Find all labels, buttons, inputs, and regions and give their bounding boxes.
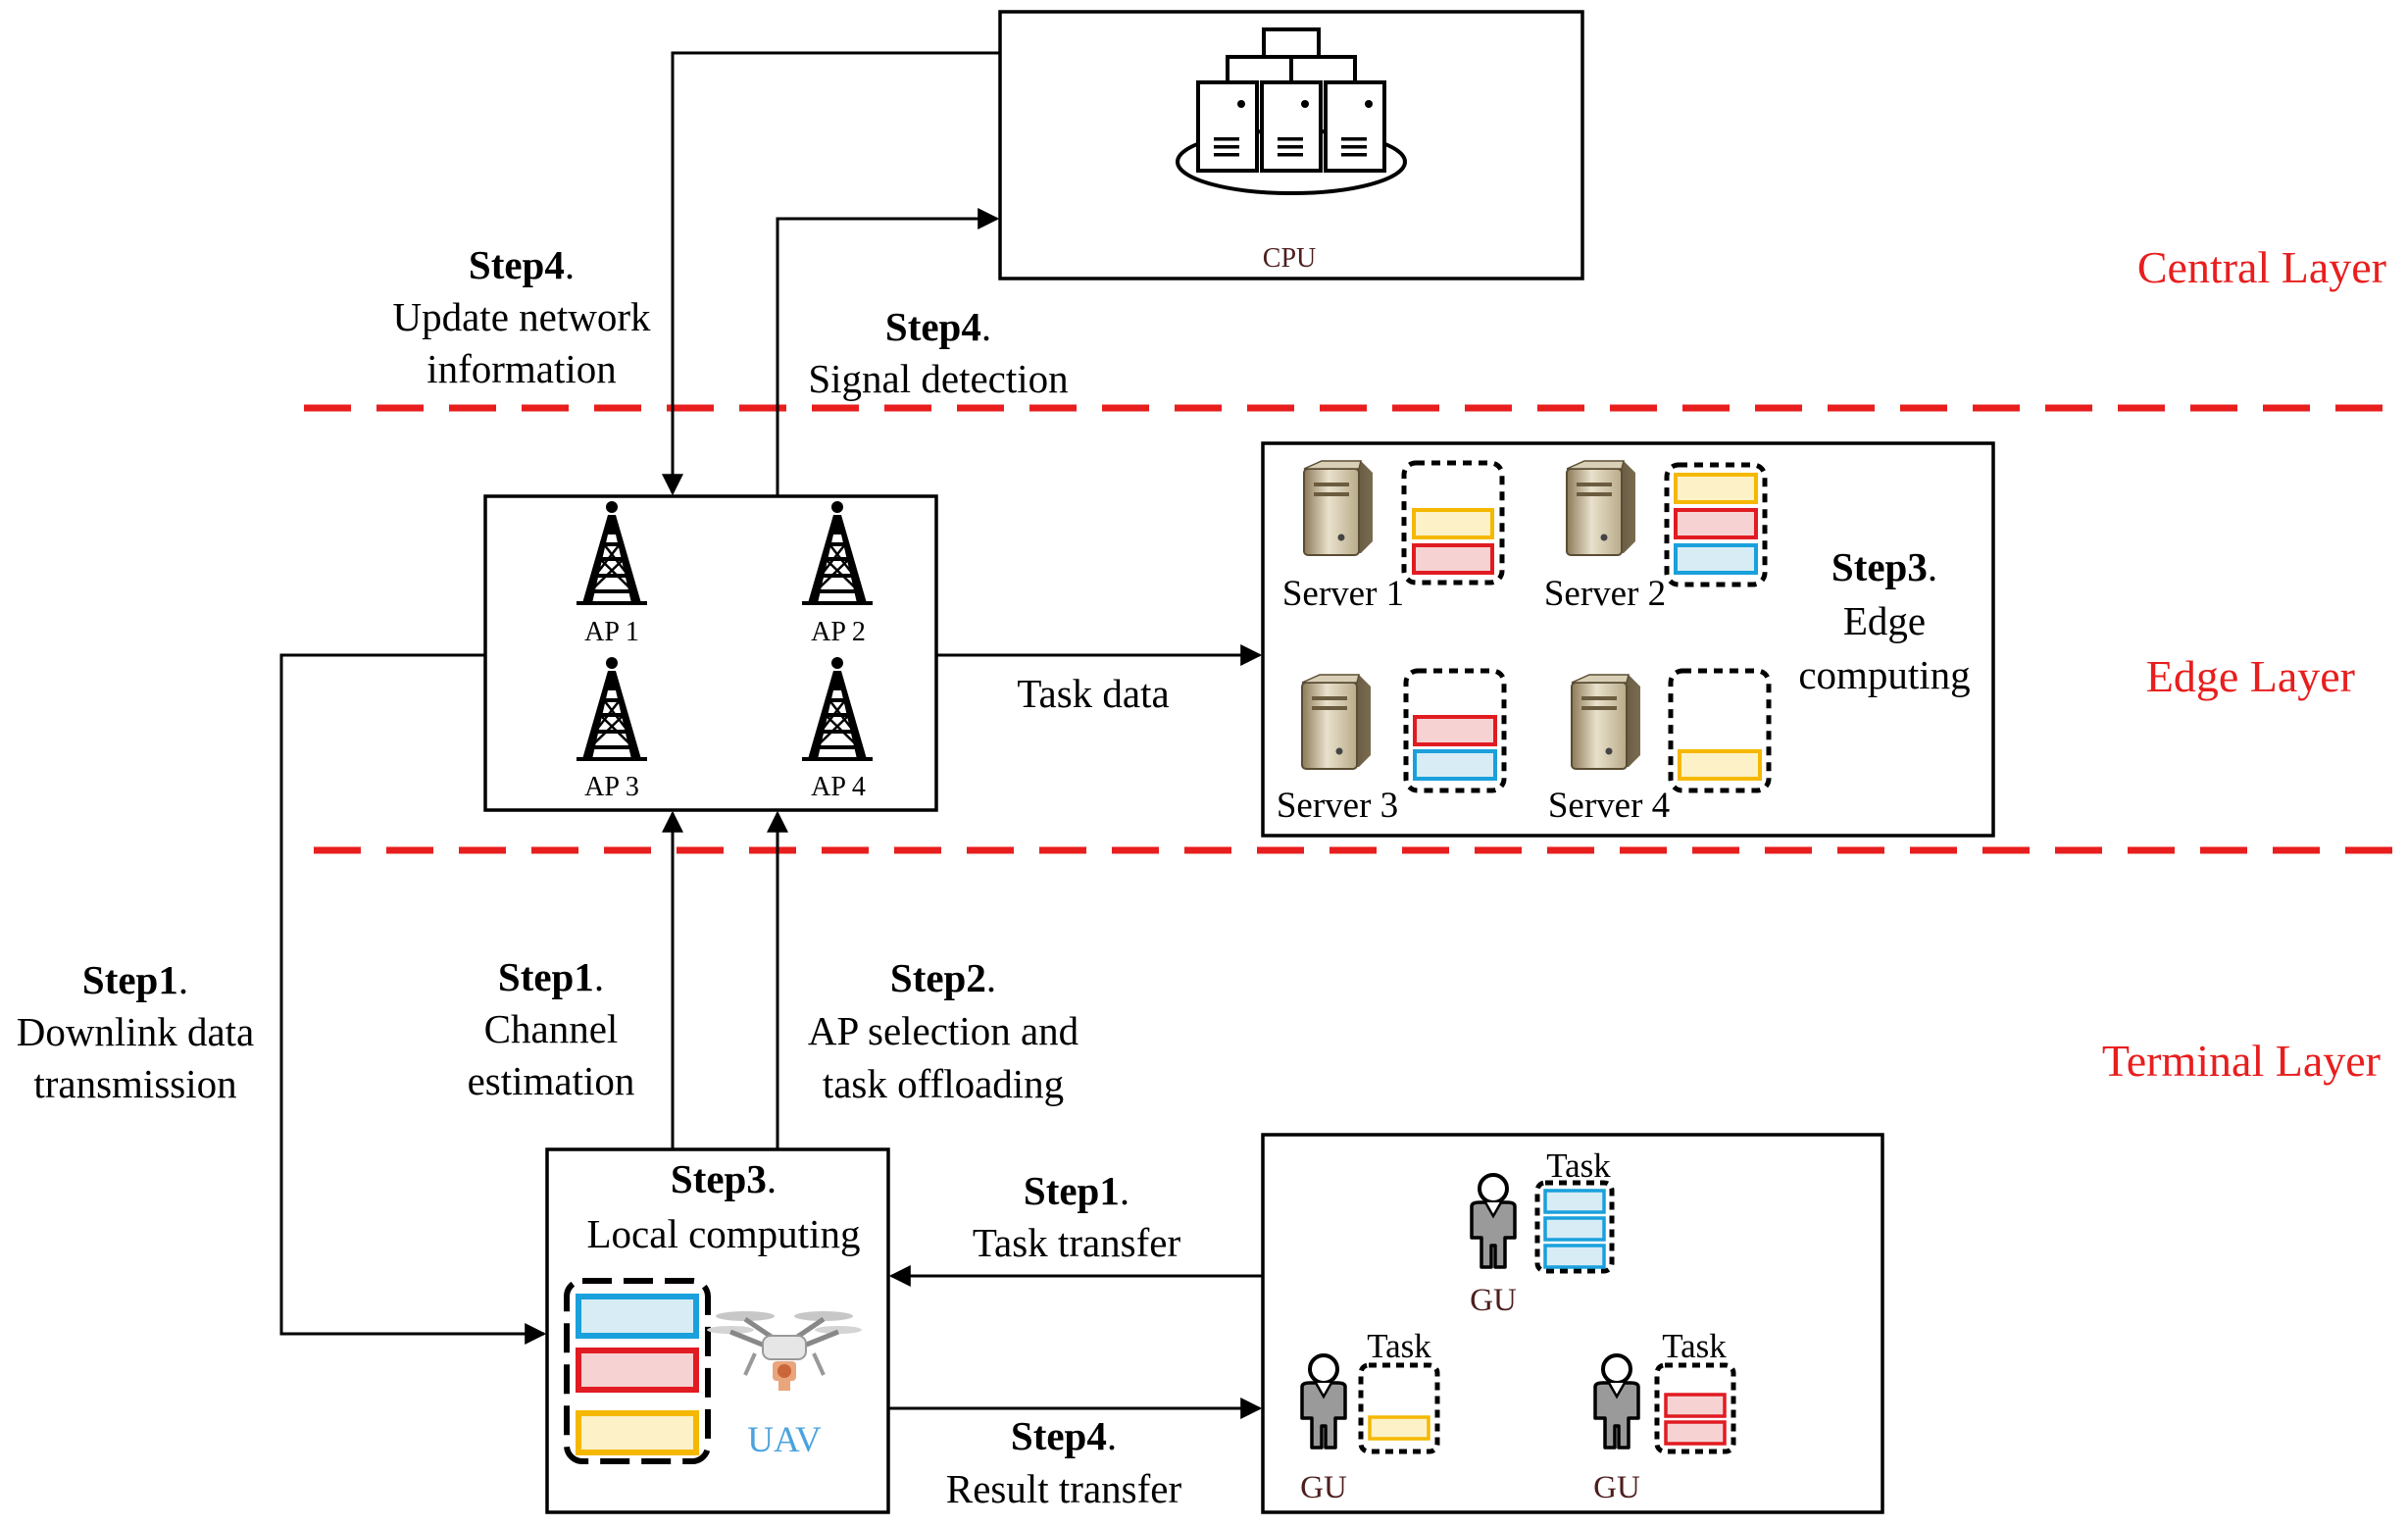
- server3-task-queue: [1403, 668, 1507, 793]
- server1-task-queue: [1401, 460, 1505, 585]
- cpu-box: CPU: [998, 10, 1584, 280]
- ap-selection-step: Step2.: [890, 955, 996, 1000]
- task-transfer-line1: Task transfer: [973, 1220, 1181, 1265]
- uav-label: UAV: [747, 1420, 822, 1460]
- update-network-arrow: [662, 51, 1000, 496]
- server2-icon: [1566, 460, 1636, 556]
- downlink-arrow: [279, 653, 547, 1345]
- gu-top-task-label: Task: [1546, 1146, 1611, 1185]
- drone-icon: [707, 1311, 862, 1391]
- cpu-cluster-icon: [1176, 27, 1407, 195]
- downlink-line1: Downlink data: [17, 1009, 255, 1054]
- ap-selection-line1: AP selection and: [808, 1008, 1079, 1053]
- server3-icon: [1301, 674, 1372, 770]
- server4-task-queue: [1668, 668, 1772, 793]
- update-network-line1: Update network: [393, 294, 651, 339]
- uav-box: Step3. Local computing UAV: [545, 1147, 890, 1514]
- downlink-step: Step1.: [82, 957, 188, 1002]
- ap-box: AP 1 AP 2 AP 3 AP 4: [483, 494, 938, 812]
- signal-detection-arrow: [776, 208, 1000, 496]
- server4-icon: [1571, 674, 1641, 770]
- ap1-label: AP 1: [584, 617, 639, 647]
- signal-detection-line1: Signal detection: [808, 356, 1068, 401]
- server1-label: Server 1: [1282, 574, 1404, 614]
- server3-label: Server 3: [1277, 786, 1398, 826]
- server1-icon: [1303, 460, 1374, 556]
- gu-left-label: GU: [1300, 1470, 1347, 1505]
- gu-box: GU Task GU Task GU Task: [1261, 1133, 1884, 1514]
- result-transfer-line1: Result transfer: [946, 1466, 1182, 1511]
- gu-right-label: GU: [1593, 1470, 1640, 1505]
- ap3-label: AP 3: [584, 772, 639, 802]
- gu-top-task-queue: [1534, 1180, 1615, 1274]
- update-network-step: Step4.: [469, 242, 575, 287]
- ap2-label: AP 2: [811, 617, 866, 647]
- gu-left-task-queue: [1358, 1362, 1440, 1454]
- edge-server-box: Server 1 Server 2 Server 3 Server 4: [1261, 441, 1995, 838]
- downlink-line2: transmission: [33, 1061, 236, 1106]
- channel-estimation-line2: estimation: [468, 1058, 635, 1103]
- local-computing-line1: Local computing: [587, 1211, 861, 1256]
- signal-detection-step: Step4.: [885, 304, 991, 349]
- local-computing-step: Step3.: [671, 1156, 777, 1201]
- channel-estimation-line1: Channel: [484, 1006, 619, 1051]
- uav-task-queue: [564, 1278, 711, 1464]
- server4-label: Server 4: [1548, 786, 1670, 826]
- cpu-label: CPU: [1263, 243, 1316, 274]
- terminal-layer-label: Terminal Layer: [2102, 1036, 2381, 1086]
- task-transfer-step: Step1.: [1024, 1168, 1129, 1213]
- edge-computing-line2: computing: [1798, 652, 1970, 697]
- central-layer-label: Central Layer: [2137, 242, 2386, 292]
- edge-computing-line1: Edge: [1843, 598, 1926, 643]
- channel-estimation-step: Step1.: [498, 954, 604, 999]
- server2-label: Server 2: [1544, 574, 1666, 614]
- gu-right-task-label: Task: [1662, 1327, 1727, 1365]
- result-transfer-step: Step4.: [1011, 1413, 1117, 1458]
- gu-top-label: GU: [1470, 1283, 1517, 1318]
- task-data-label: Task data: [1017, 671, 1169, 716]
- gu-left-task-label: Task: [1367, 1327, 1431, 1365]
- ap-selection-line2: task offloading: [823, 1061, 1064, 1106]
- update-network-line2: information: [426, 346, 617, 391]
- edge-computing-step: Step3.: [1831, 544, 1937, 589]
- edge-layer-label: Edge Layer: [2146, 651, 2355, 701]
- ap4-label: AP 4: [811, 772, 866, 802]
- gu-right-task-queue: [1654, 1362, 1736, 1454]
- server2-task-queue: [1664, 462, 1768, 587]
